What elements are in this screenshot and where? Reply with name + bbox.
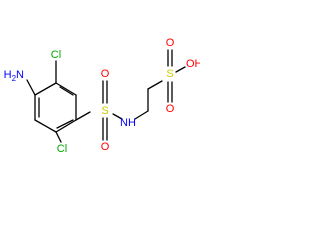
oxygen-label: O [101, 68, 110, 80]
sulfur-label-sulfonamide: S [101, 105, 108, 117]
molecule-svg: H2N Cl Cl S O O NH S O O OH [4, 37, 200, 155]
atom-labels: H2N Cl Cl S O O NH S O O OH [4, 37, 200, 155]
ring-bond-inner [59, 86, 74, 96]
nh-label: NH [120, 117, 136, 129]
ring-bond-inner [56, 119, 74, 129]
oxygen-label: O [166, 37, 175, 49]
structure-diagram: H2N Cl Cl S O O NH S O O OH [4, 37, 200, 155]
ring-bond [34, 119, 57, 133]
c-cl-bond [55, 131, 62, 143]
chlorine-label-top: Cl [51, 49, 61, 61]
oxygen-label: O [166, 103, 175, 115]
ring-bond [34, 82, 57, 96]
amino-label: H2N [4, 69, 24, 83]
c-s-bond [147, 80, 163, 90]
n-c-bond [134, 110, 149, 120]
sulfur-label-sulfonic: S [166, 68, 173, 80]
hydroxyl-label: OH [186, 58, 200, 70]
c-n-bond [26, 79, 36, 96]
chlorine-label-bottom: Cl [57, 143, 67, 155]
c-s-bond [75, 111, 91, 121]
oxygen-label: O [101, 141, 110, 153]
s-n-bond [112, 113, 123, 120]
ring-bond [55, 82, 77, 96]
bonds [26, 49, 186, 143]
s-oh-bond [175, 66, 186, 73]
ring-bond [55, 119, 77, 133]
